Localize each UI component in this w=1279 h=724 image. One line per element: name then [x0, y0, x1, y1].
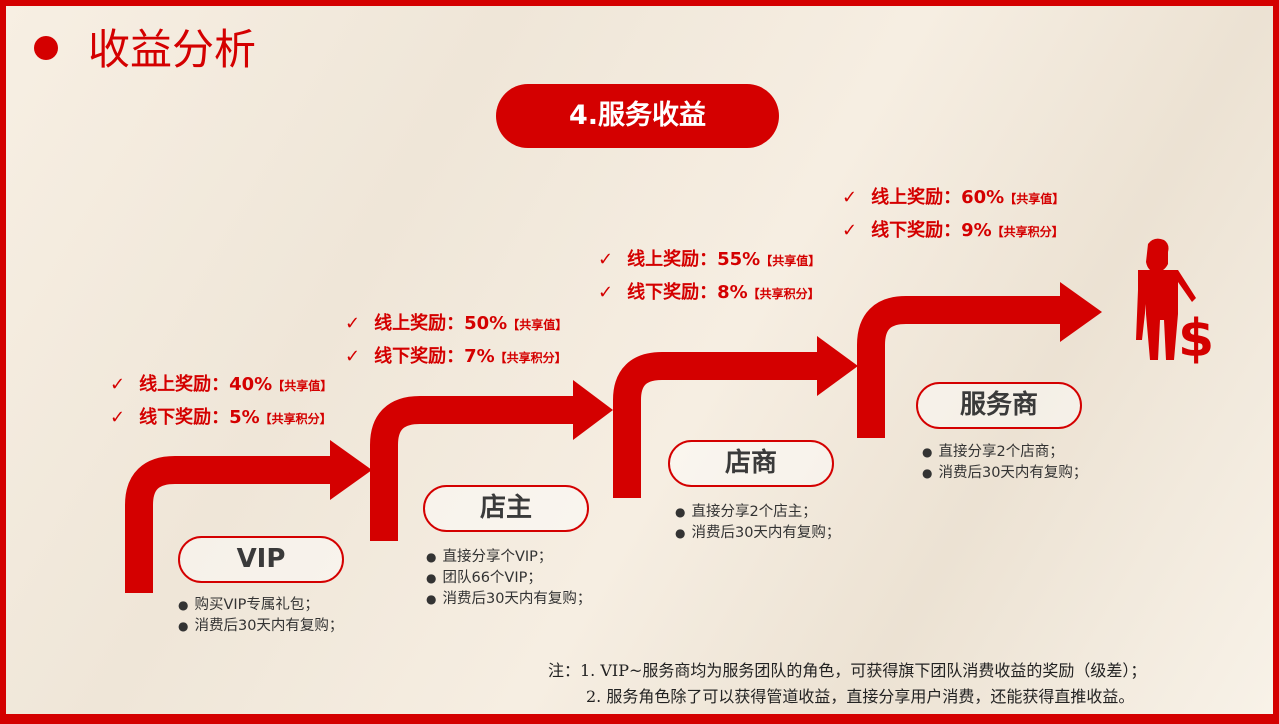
conditions-shopdealer: 直接分享2个店主； 消费后30天内有复购；	[675, 502, 840, 544]
level-provider: 服务商	[916, 382, 1082, 429]
condition: 消费后30天内有复购；	[922, 463, 1087, 484]
svg-text:$: $	[1178, 309, 1214, 369]
level-shopowner: 店主	[423, 485, 589, 532]
note-1: 注：1. VIP~服务商均为服务团队的角色，可获得旗下团队消费收益的奖励（级差）…	[548, 661, 1147, 680]
condition: 直接分享2个店商；	[922, 442, 1087, 463]
check-icon: ✓	[842, 187, 858, 208]
check-icon: ✓	[598, 282, 614, 303]
check-icon: ✓	[345, 313, 361, 334]
reward-shopowner: ✓ 线上奖励：50%【共享值】 ✓ 线下奖励：7%【共享积分】	[345, 308, 567, 374]
reward-shopdealer: ✓ 线上奖励：55%【共享值】 ✓ 线下奖励：8%【共享积分】	[598, 244, 820, 310]
title-bullet	[34, 36, 58, 60]
condition: 团队66个VIP；	[426, 568, 591, 589]
arrow-shopowner	[370, 396, 578, 541]
offline-tag: 【共享积分】	[259, 412, 332, 426]
businessman-dollar-icon: $	[1136, 238, 1214, 369]
footnotes: 注：1. VIP~服务商均为服务团队的角色，可获得旗下团队消费收益的奖励（级差）…	[548, 658, 1146, 710]
online-reward: 线上奖励：50%	[374, 313, 508, 334]
arrow-vip	[125, 456, 335, 593]
offline-reward: 线下奖励：9%	[871, 220, 992, 241]
offline-tag: 【共享积分】	[494, 351, 567, 365]
online-reward: 线上奖励：40%	[139, 374, 273, 395]
condition: 购买VIP专属礼包；	[178, 595, 343, 616]
arrow-head	[330, 440, 372, 500]
arrow-shopdealer	[613, 352, 822, 498]
condition: 直接分享2个店主；	[675, 502, 840, 523]
note-2: 2. 服务角色除了可以获得管道收益，直接分享用户消费，还能获得直推收益。	[586, 687, 1135, 706]
conditions-vip: 购买VIP专属礼包； 消费后30天内有复购；	[178, 595, 343, 637]
check-icon: ✓	[598, 249, 614, 270]
level-vip: VIP	[178, 536, 344, 583]
online-tag: 【共享值】	[760, 254, 821, 268]
offline-tag: 【共享积分】	[991, 225, 1064, 239]
arrow-head	[817, 336, 858, 396]
online-tag: 【共享值】	[507, 318, 568, 332]
online-reward: 线上奖励：60%	[871, 187, 1005, 208]
condition: 消费后30天内有复购；	[178, 616, 343, 637]
offline-reward: 线下奖励：8%	[627, 282, 748, 303]
arrow-head	[573, 380, 613, 440]
reward-provider: ✓ 线上奖励：60%【共享值】 ✓ 线下奖励：9%【共享积分】	[842, 182, 1064, 248]
online-tag: 【共享值】	[272, 379, 333, 393]
condition: 直接分享个VIP；	[426, 547, 591, 568]
page-title: 收益分析	[88, 25, 257, 74]
condition: 消费后30天内有复购；	[675, 523, 840, 544]
online-tag: 【共享值】	[1004, 192, 1065, 206]
conditions-provider: 直接分享2个店商； 消费后30天内有复购；	[922, 442, 1087, 484]
level-shopdealer: 店商	[668, 440, 834, 487]
section-banner: 4.服务收益	[496, 84, 779, 148]
check-icon: ✓	[842, 220, 858, 241]
arrow-head	[1060, 282, 1102, 342]
check-icon: ✓	[110, 374, 126, 395]
conditions-shopowner: 直接分享个VIP； 团队66个VIP； 消费后30天内有复购；	[426, 547, 591, 610]
online-reward: 线上奖励：55%	[627, 249, 761, 270]
arrow-provider	[857, 296, 1065, 438]
condition: 消费后30天内有复购；	[426, 589, 591, 610]
check-icon: ✓	[110, 407, 126, 428]
reward-vip: ✓ 线上奖励：40%【共享值】 ✓ 线下奖励：5%【共享积分】	[110, 369, 332, 435]
offline-reward: 线下奖励：7%	[374, 346, 495, 367]
offline-reward: 线下奖励：5%	[139, 407, 260, 428]
offline-tag: 【共享积分】	[747, 287, 820, 301]
check-icon: ✓	[345, 346, 361, 367]
